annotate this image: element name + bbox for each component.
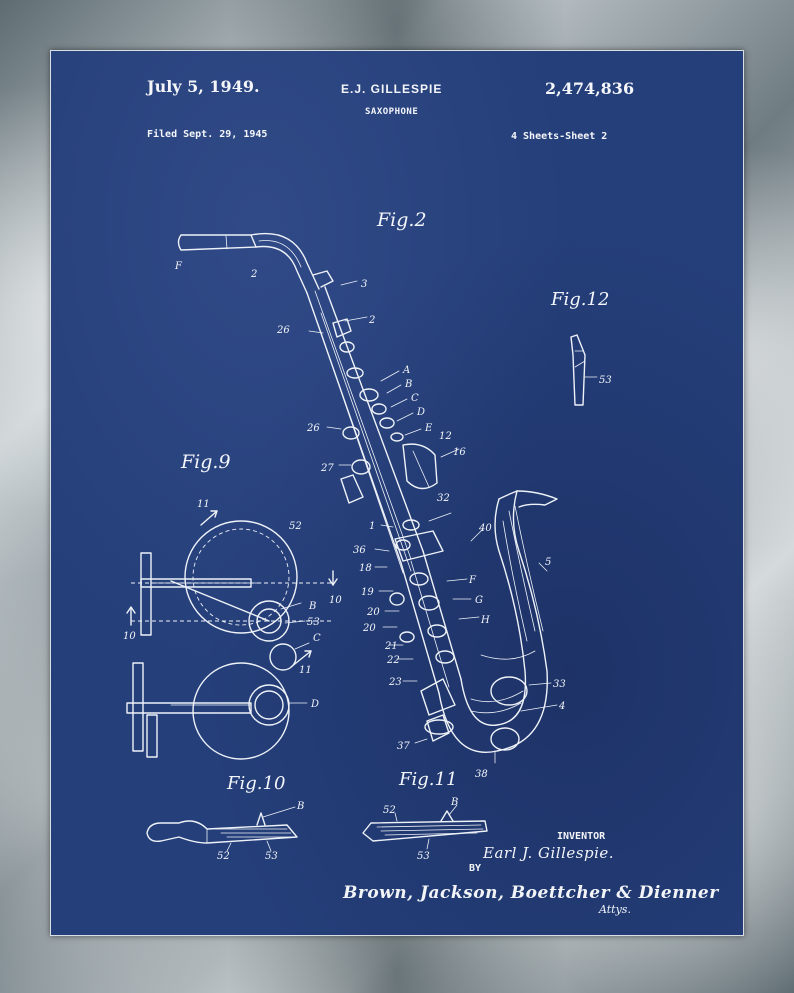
ref-5: 5	[545, 557, 551, 568]
ref-23: 23	[388, 677, 402, 688]
inventor-signature: Earl J. Gillespie.	[483, 844, 615, 862]
saxophone-drawing	[179, 234, 558, 763]
fig10-label: Fig.10	[227, 773, 286, 794]
ref-A: A	[402, 365, 410, 376]
ref-10b: 10	[123, 631, 136, 642]
ref-52-fig10: 52	[217, 851, 230, 862]
ref-52-fig11: 52	[383, 805, 396, 816]
ref-22: 22	[386, 655, 400, 666]
ref-37: 37	[397, 741, 410, 752]
ref-53-fig10: 53	[265, 851, 278, 862]
ref-B-fig10: B	[296, 801, 304, 812]
ref-12: 12	[439, 431, 452, 442]
ref-20a: 20	[366, 607, 380, 618]
ref-19: 19	[361, 587, 374, 598]
attorneys-signature: Brown, Jackson, Boettcher & Dienner	[343, 883, 719, 903]
ref-53-fig9: 53	[307, 617, 320, 628]
patent-blueprint: July 5, 1949. E.J. GILLESPIE 2,474,836 S…	[50, 50, 744, 936]
ref-F2: F	[468, 575, 477, 586]
ref-B-fig9: B	[308, 601, 316, 612]
sheet-count: 4 Sheets-Sheet 2	[511, 131, 608, 142]
ref-B-fig11: B	[450, 797, 458, 808]
fig10-drawing	[147, 807, 297, 851]
ref-26a: 26	[276, 325, 290, 336]
ref-2a: 2	[250, 269, 257, 280]
ref-52-fig9: 52	[289, 521, 302, 532]
fig12-drawing	[571, 335, 597, 405]
patent-number: 2,474,836	[545, 79, 635, 98]
ref-32: 32	[437, 493, 450, 504]
fig12-label: Fig.12	[551, 289, 610, 310]
ref-21: 21	[384, 641, 398, 652]
ref-B: B	[404, 379, 412, 390]
ref-2b: 2	[368, 315, 375, 326]
ref-26b: 26	[306, 423, 320, 434]
ref-C: C	[411, 393, 419, 404]
ref-11a: 11	[197, 499, 210, 510]
fig2-label: Fig.2	[377, 209, 427, 231]
ref-20b: 20	[362, 623, 376, 634]
ref-36: 36	[353, 545, 366, 556]
ref-16: 16	[453, 447, 466, 458]
ref-40: 40	[478, 523, 492, 534]
ref-38: 38	[475, 769, 488, 780]
fig9-label: Fig.9	[181, 451, 231, 473]
ref-D: D	[416, 407, 425, 418]
ref-10a: 10	[329, 595, 342, 606]
ref-C-fig9: C	[313, 633, 321, 644]
ref-E: E	[424, 423, 433, 434]
ref-53-fig11: 53	[417, 851, 430, 862]
ref-33: 33	[553, 679, 566, 690]
ref-1: 1	[369, 521, 375, 532]
fig9-drawing	[127, 511, 337, 759]
ref-3: 3	[361, 279, 367, 290]
ref-27: 27	[320, 463, 334, 474]
fig11-label: Fig.11	[399, 769, 458, 790]
ref-f: F	[174, 261, 183, 272]
ref-G: G	[475, 595, 483, 606]
ref-H: H	[480, 615, 490, 626]
by-label: BY	[469, 863, 482, 874]
patent-drawings: F 2 3 2 26 A B C D E 26 27 12 16 32 1 40…	[123, 51, 612, 862]
attys-label: Attys.	[599, 903, 631, 916]
ref-4: 4	[558, 701, 565, 712]
patent-date: July 5, 1949.	[147, 77, 260, 96]
inventor-caption: INVENTOR	[557, 831, 606, 842]
patent-subject: SAXOPHONE	[365, 107, 419, 117]
ref-D-fig9: D	[310, 699, 319, 710]
inventor-name: E.J. GILLESPIE	[341, 82, 443, 96]
filed-date: Filed Sept. 29, 1945	[147, 129, 268, 140]
fig11-drawing	[363, 805, 487, 849]
ref-11b: 11	[299, 665, 312, 676]
ref-53-fig12: 53	[599, 375, 612, 386]
ref-18: 18	[359, 563, 372, 574]
